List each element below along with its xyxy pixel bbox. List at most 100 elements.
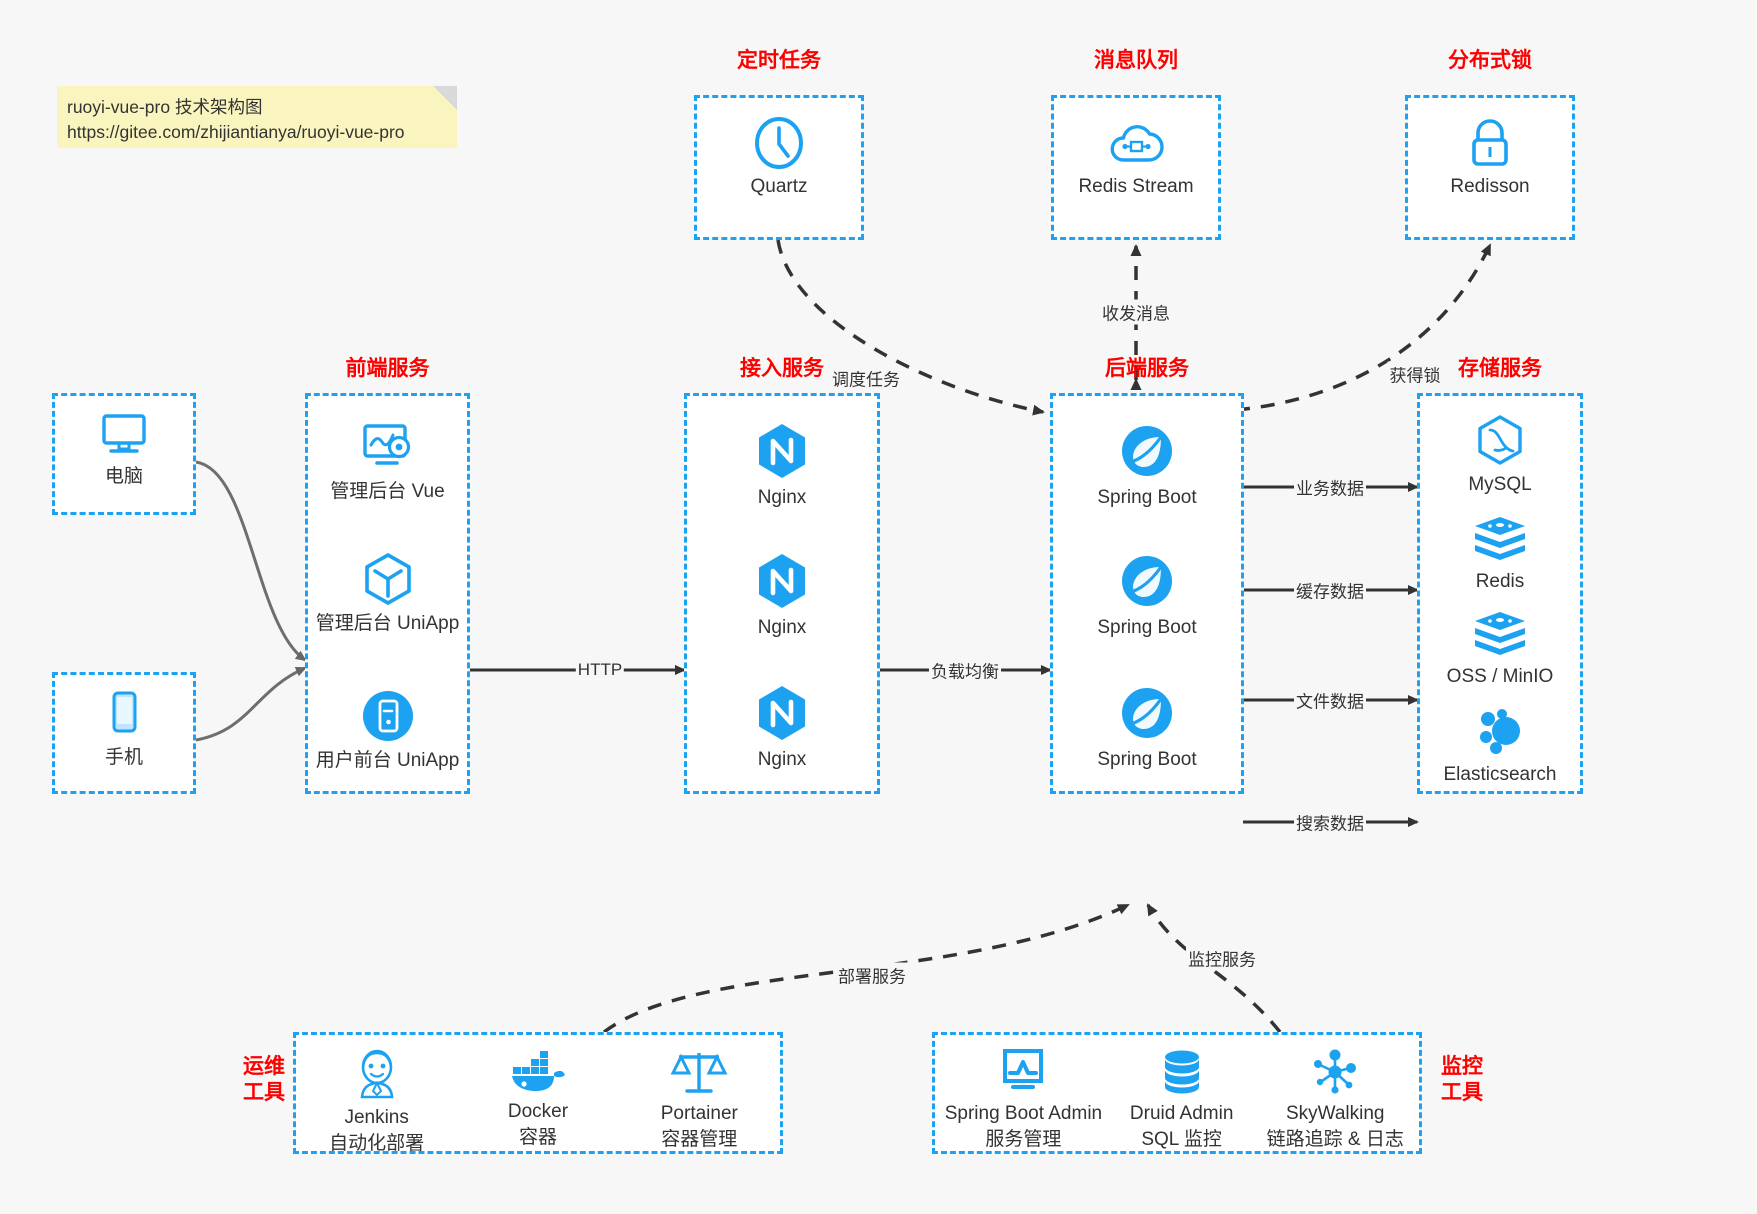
mobile-circle-icon — [308, 688, 467, 744]
edge-label-acquire-lock: 获得锁 — [1387, 361, 1443, 387]
node-label-druid-admin: Druid Admin — [1129, 1103, 1234, 1124]
spring-boot-icon — [1053, 421, 1241, 481]
node-label-skywalking: SkyWalking — [1285, 1103, 1385, 1124]
node-sub-jenkins: 自动化部署 — [329, 1132, 425, 1154]
mobile-icon — [55, 689, 193, 741]
scales-icon — [624, 1047, 774, 1097]
group-title-monitoring-line1: 监控 — [1441, 1055, 1483, 1078]
node-label-docker: Docker — [507, 1101, 569, 1122]
group-title-devops-line1: 运维 — [243, 1055, 285, 1078]
skywalking-icon — [1251, 1047, 1419, 1097]
node-spring-boot-admin[interactable]: Spring Boot Admin 服务管理 — [935, 1047, 1112, 1152]
node-label-redis: Redis — [1475, 571, 1525, 592]
note-title: ruoyi-vue-pro 技术架构图 — [67, 97, 263, 117]
node-sub-skywalking: 链路追踪 & 日志 — [1266, 1128, 1404, 1150]
node-label-oss-minio: OSS / MinIO — [1446, 666, 1554, 687]
node-label-mysql: MySQL — [1468, 474, 1532, 495]
node-mysql[interactable]: MySQL — [1420, 414, 1580, 498]
node-sub-spring-boot-admin: 服务管理 — [985, 1128, 1062, 1150]
group-scheduled-task[interactable]: Quartz — [694, 95, 864, 240]
group-devops[interactable]: Jenkins 自动化部署 — [293, 1032, 783, 1154]
group-monitoring[interactable]: Spring Boot Admin 服务管理 Druid Admin SQL 监… — [932, 1032, 1422, 1154]
database-icon — [1112, 1047, 1252, 1097]
node-label-quartz: Quartz — [750, 176, 808, 197]
edge-label-monitor-service: 监控服务 — [1186, 945, 1258, 971]
desktop-icon — [55, 410, 193, 460]
node-mobile[interactable]: 手机 — [55, 689, 193, 771]
node-oss-minio[interactable]: OSS / MinIO — [1420, 608, 1580, 690]
group-client-mobile[interactable]: 手机 — [52, 672, 196, 794]
node-admin-uniapp[interactable]: 管理后台 UniApp — [308, 551, 467, 637]
edge-label-file-data: 文件数据 — [1294, 687, 1366, 713]
node-portainer[interactable]: Portainer 容器管理 — [624, 1047, 774, 1156]
group-gateway[interactable]: Nginx Nginx Nginx — [684, 393, 880, 794]
node-redis[interactable]: Redis — [1420, 513, 1580, 595]
node-admin-vue[interactable]: 管理后台 Vue — [308, 421, 467, 505]
spring-boot-icon — [1053, 551, 1241, 611]
elasticsearch-icon — [1420, 706, 1580, 758]
node-redisson[interactable]: Redisson — [1408, 116, 1572, 200]
docker-icon — [463, 1047, 613, 1095]
jenkins-icon — [302, 1047, 452, 1101]
node-quartz[interactable]: Quartz — [697, 116, 861, 200]
redis-icon — [1420, 513, 1580, 565]
node-nginx-2[interactable]: Nginx — [687, 551, 877, 641]
nginx-icon — [687, 421, 877, 481]
node-label-elasticsearch: Elasticsearch — [1443, 764, 1557, 785]
node-druid-admin[interactable]: Druid Admin SQL 监控 — [1112, 1047, 1252, 1152]
cloud-stream-icon — [1054, 116, 1218, 170]
group-title-distributed-lock: 分布式锁 — [1448, 49, 1532, 72]
node-spring-boot-2[interactable]: Spring Boot — [1053, 551, 1241, 641]
node-label-redisson: Redisson — [1450, 176, 1530, 197]
note-fold-corner — [433, 86, 457, 110]
node-label-mobile: 手机 — [104, 747, 143, 768]
node-label-nginx-3: Nginx — [757, 749, 807, 770]
node-desktop[interactable]: 电脑 — [55, 410, 193, 490]
node-label-jenkins: Jenkins — [344, 1107, 409, 1128]
group-message-queue[interactable]: Redis Stream — [1051, 95, 1221, 240]
node-docker[interactable]: Docker 容器 — [463, 1047, 613, 1156]
node-nginx-1[interactable]: Nginx — [687, 421, 877, 511]
node-label-spring-boot-3: Spring Boot — [1097, 749, 1197, 770]
node-user-uniapp[interactable]: 用户前台 UniApp — [308, 688, 467, 774]
group-title-backend: 后端服务 — [1105, 357, 1189, 380]
node-spring-boot-3[interactable]: Spring Boot — [1053, 683, 1241, 773]
lock-icon — [1408, 116, 1572, 170]
clock-icon — [697, 116, 861, 170]
node-sub-docker: 容器 — [518, 1126, 557, 1148]
node-jenkins[interactable]: Jenkins 自动化部署 — [302, 1047, 452, 1156]
edge-label-load-balance: 负载均衡 — [929, 657, 1001, 683]
node-elasticsearch[interactable]: Elasticsearch — [1420, 706, 1580, 788]
oss-icon — [1420, 608, 1580, 660]
edge-label-cache-data: 缓存数据 — [1294, 577, 1366, 603]
note-url: https://gitee.com/zhijiantianya/ruoyi-vu… — [67, 122, 405, 143]
spring-boot-icon — [1053, 683, 1241, 743]
node-label-admin-uniapp: 管理后台 UniApp — [315, 613, 460, 634]
node-label-nginx-2: Nginx — [757, 617, 807, 638]
cube-icon — [308, 551, 467, 607]
group-title-gateway: 接入服务 — [740, 357, 824, 380]
group-distributed-lock[interactable]: Redisson — [1405, 95, 1575, 240]
node-label-desktop: 电脑 — [104, 466, 143, 487]
group-title-scheduled-task: 定时任务 — [737, 49, 821, 72]
node-nginx-3[interactable]: Nginx — [687, 683, 877, 773]
group-title-storage: 存储服务 — [1458, 357, 1542, 380]
node-label-nginx-1: Nginx — [757, 487, 807, 508]
diagram-note: ruoyi-vue-pro 技术架构图 https://gitee.com/zh… — [57, 86, 457, 148]
edge-label-business-data: 业务数据 — [1294, 474, 1366, 500]
monitor-chart-icon — [935, 1047, 1112, 1097]
node-spring-boot-1[interactable]: Spring Boot — [1053, 421, 1241, 511]
node-label-spring-boot-2: Spring Boot — [1097, 617, 1197, 638]
node-skywalking[interactable]: SkyWalking 链路追踪 & 日志 — [1251, 1047, 1419, 1152]
group-frontend[interactable]: 管理后台 Vue 管理后台 UniApp 用户前台 UniApp — [305, 393, 470, 794]
node-redis-stream[interactable]: Redis Stream — [1054, 116, 1218, 200]
group-title-message-queue: 消息队列 — [1094, 49, 1178, 72]
edge-label-schedule-task: 调度任务 — [830, 365, 902, 391]
group-storage[interactable]: MySQL Redis — [1417, 393, 1583, 794]
group-backend[interactable]: Spring Boot Spring Boot Spring Boot — [1050, 393, 1244, 794]
group-title-devops-line2: 工具 — [243, 1081, 285, 1105]
mysql-icon — [1420, 414, 1580, 468]
group-client-desktop[interactable]: 电脑 — [52, 393, 196, 515]
edge-label-http: HTTP — [575, 660, 625, 680]
